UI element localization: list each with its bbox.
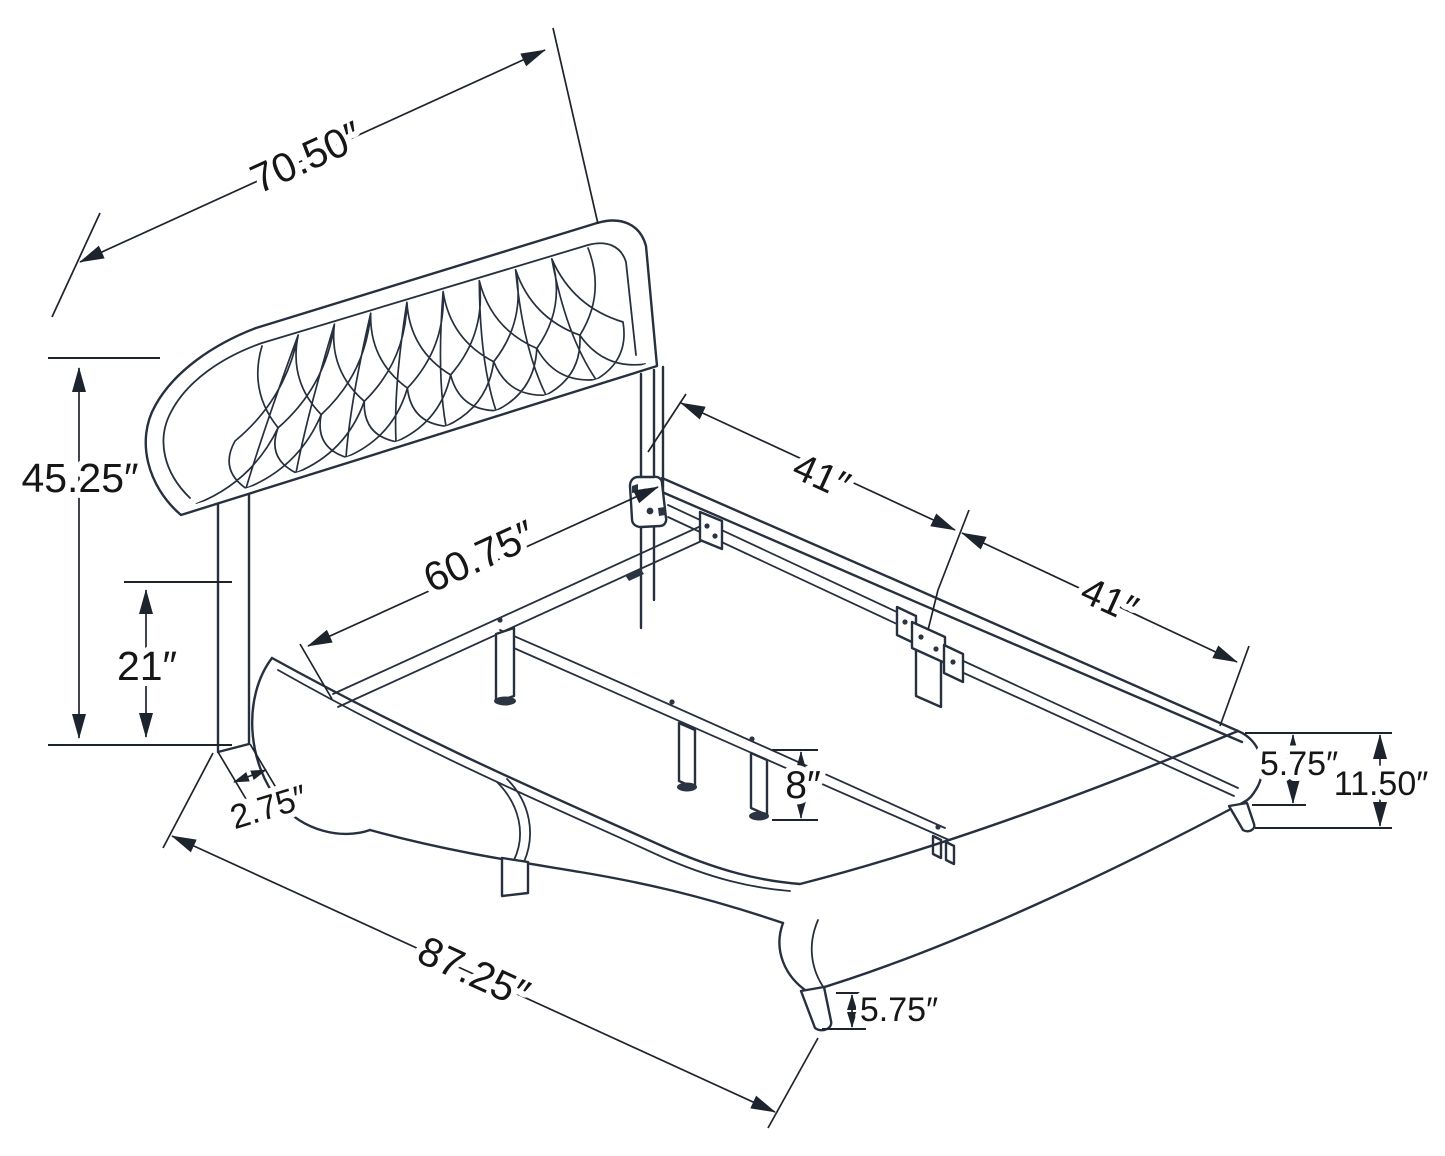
rail-leg — [500, 856, 530, 898]
dim-label-rail-section-2: 41″ — [1074, 569, 1144, 632]
mid-support-post — [910, 620, 947, 709]
dim-rail-height: 5.75″ — [1245, 732, 1392, 806]
dim-label-foot-total-height: 11.50″ — [1334, 765, 1429, 803]
dim-center-leg-height: 8″ — [772, 749, 827, 821]
support-leg — [677, 721, 697, 792]
dim-foot-total-height: 11.50″ — [1255, 734, 1434, 829]
dim-leg-width: 2.75″ — [217, 743, 318, 843]
tufting-pattern — [195, 247, 646, 505]
headboard — [144, 219, 668, 754]
dim-rail-section-1: 41″ — [647, 393, 970, 631]
dim-label-support-rail-length: 60.75″ — [416, 511, 542, 601]
center-support-rail — [499, 629, 956, 866]
dim-leg-height: 21″ — [111, 581, 232, 738]
near-side-rail — [250, 656, 1240, 994]
dim-label-headboard-height: 45.25″ — [21, 455, 138, 501]
dim-label-rail-height: 5.75″ — [1260, 745, 1338, 783]
support-leg-8in — [749, 751, 769, 821]
dim-label-overall-length: 87.25″ — [411, 927, 537, 1018]
footboard-center-leg — [799, 985, 833, 1032]
dim-support-rail-length: 60.75″ — [299, 486, 659, 700]
far-side-rail — [660, 476, 1244, 744]
dim-label-leg-height: 21″ — [117, 643, 177, 689]
support-leg — [494, 626, 516, 706]
dim-label-rail-section-1: 41″ — [786, 445, 856, 508]
footboard-right-leg — [1227, 801, 1256, 833]
dim-headboard-height: 45.25″ — [15, 357, 232, 746]
dim-label-headboard-width: 70.50″ — [243, 112, 369, 202]
dim-label-center-leg-height: 8″ — [785, 764, 821, 807]
headboard-tufting — [195, 247, 646, 505]
side-support-rail-section-2 — [942, 643, 1239, 797]
dim-foot-leg-height: 5.75″ — [822, 985, 944, 1035]
headboard-left-leg — [216, 491, 251, 754]
rail-bracket — [628, 475, 668, 529]
footboard — [799, 729, 1264, 1032]
bed-frame-drawing — [144, 219, 1264, 1032]
dim-label-foot-leg-height: 5.75″ — [860, 991, 938, 1029]
